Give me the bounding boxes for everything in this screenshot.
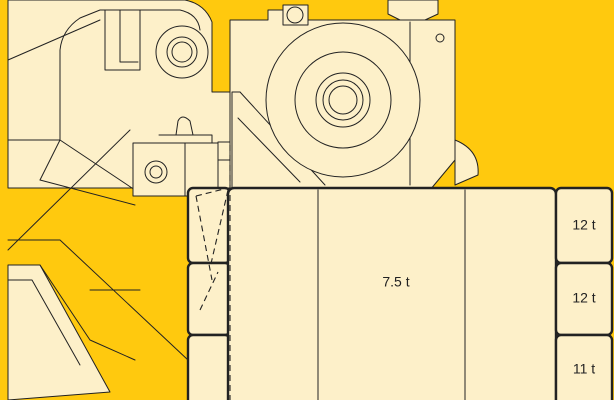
left-weight-middle bbox=[186, 261, 232, 337]
side-weight-2-label: 12 t bbox=[572, 290, 595, 306]
left-weight-upper bbox=[186, 186, 232, 265]
side-weight-3 bbox=[554, 333, 614, 400]
side-weight-3-label: 11 t bbox=[573, 361, 595, 377]
hidden-lines bbox=[195, 145, 231, 400]
winch-drum bbox=[265, 22, 421, 178]
side-weight-1-label: 12 t bbox=[572, 217, 595, 233]
boom-structure bbox=[7, 239, 189, 400]
counterweight-stack bbox=[186, 186, 614, 400]
center-weight-label: 7.5 t bbox=[382, 274, 409, 290]
center-weight bbox=[226, 186, 558, 400]
hook-block bbox=[132, 116, 233, 197]
left-margin bbox=[0, 0, 8, 400]
pulley-left bbox=[155, 25, 209, 79]
left-weight-lower bbox=[186, 333, 232, 400]
